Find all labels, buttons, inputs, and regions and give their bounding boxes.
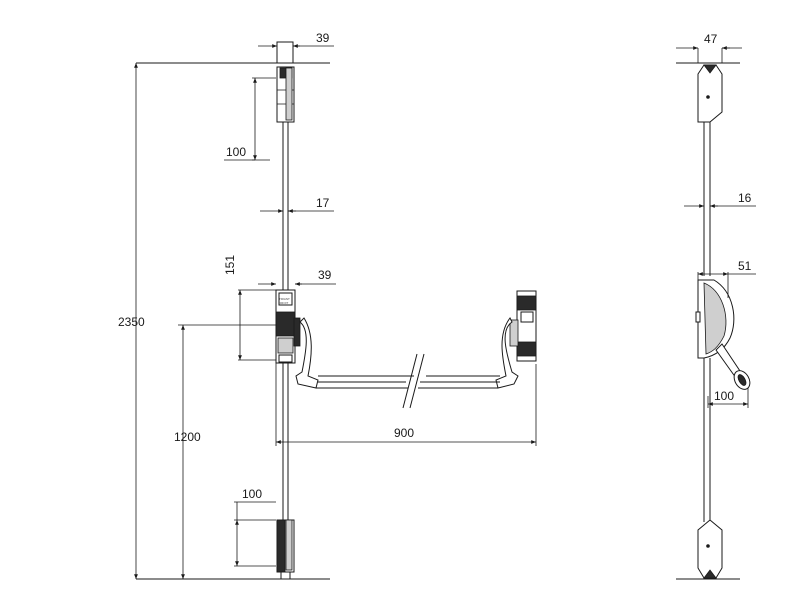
svg-text:DROIT: DROIT bbox=[279, 301, 289, 305]
top-latch bbox=[276, 66, 295, 123]
front-view: 100 39 17 TIRANT DROIT bbox=[118, 31, 537, 580]
dim-top-width: 39 bbox=[258, 31, 334, 48]
dim-label-mid-height: 151 bbox=[223, 255, 237, 275]
side-rod bbox=[703, 122, 711, 522]
dim-label-handle-height: 1200 bbox=[174, 430, 201, 444]
dim-label-rod-width: 17 bbox=[316, 196, 330, 210]
dim-label-side-case-depth: 51 bbox=[738, 259, 752, 273]
dim-total-height: 2350 bbox=[118, 63, 145, 579]
svg-text:TIRANT: TIRANT bbox=[279, 297, 290, 301]
dim-label-bar-length: 900 bbox=[394, 426, 414, 440]
mid-housing: TIRANT DROIT bbox=[275, 289, 296, 364]
dim-mid-height: 151 bbox=[223, 255, 276, 361]
dim-side-width: 47 bbox=[676, 32, 742, 63]
dim-bar-length: 900 bbox=[275, 362, 537, 446]
dim-side-case-depth: 51 bbox=[697, 259, 756, 298]
dim-label-side-rod-width: 16 bbox=[738, 191, 752, 205]
push-bar bbox=[293, 290, 537, 409]
dim-label-mid-width: 39 bbox=[318, 268, 332, 282]
dim-label-bottom-lock: 100 bbox=[242, 487, 262, 501]
dim-side-rod-width: 16 bbox=[684, 191, 756, 208]
side-top-latch bbox=[697, 64, 723, 123]
top-keeper bbox=[276, 41, 294, 64]
side-case bbox=[695, 279, 751, 390]
dim-bottom-lock-height: 100 bbox=[234, 487, 276, 567]
side-view: 47 16 bbox=[676, 32, 756, 580]
dim-label-side-bar-projection: 100 bbox=[714, 389, 734, 403]
side-bottom-latch bbox=[697, 519, 723, 579]
dim-handle-height: 1200 bbox=[174, 324, 276, 579]
dim-label-total-height: 2350 bbox=[118, 315, 145, 329]
dim-mid-width: 39 bbox=[258, 268, 336, 286]
dim-top-lock-height: 100 bbox=[224, 77, 276, 161]
dim-label-top-width: 39 bbox=[316, 31, 330, 45]
dim-rod-width: 17 bbox=[260, 196, 334, 213]
dim-label-top-lock: 100 bbox=[226, 145, 246, 159]
dim-label-side-width: 47 bbox=[704, 32, 718, 46]
dim-side-bar-projection: 100 bbox=[707, 388, 749, 408]
bottom-latch bbox=[276, 519, 295, 580]
